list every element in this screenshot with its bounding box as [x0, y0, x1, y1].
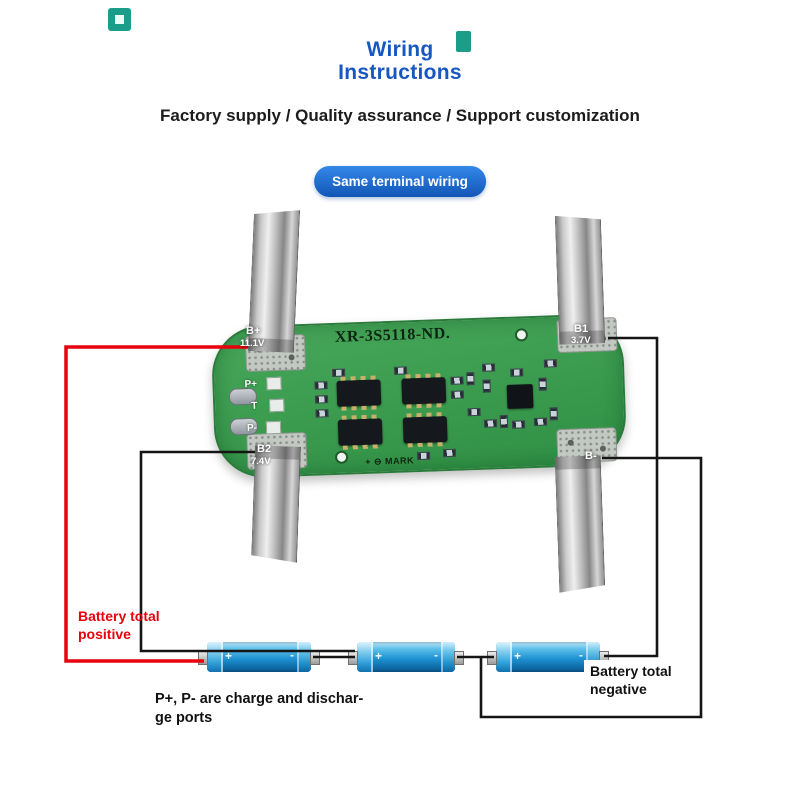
port-label-p-minus: P-: [246, 422, 258, 435]
resistor: [314, 381, 328, 390]
terminal-label-b-minus: B-: [585, 450, 597, 462]
mosfet-chip: [337, 418, 383, 446]
negative-label-line1: Battery total: [590, 663, 672, 679]
battery-terminal: [348, 651, 358, 665]
page-title: Wiring Instructions: [0, 38, 800, 84]
battery-terminal: [487, 651, 497, 665]
resistor: [549, 407, 558, 421]
resistor: [467, 407, 481, 417]
resistor: [511, 420, 526, 429]
mosfet-chip: [402, 416, 448, 444]
negative-label-line2: negative: [590, 681, 647, 697]
terminal-label-b2: B2: [257, 443, 272, 455]
resistor: [466, 372, 475, 386]
watermark-square-icon: [456, 31, 471, 52]
port-pad: [265, 420, 282, 435]
resistor: [442, 448, 457, 458]
resistor: [483, 419, 498, 428]
battery-negative-mark: -: [290, 648, 294, 662]
battery-negative-mark: -: [434, 648, 438, 662]
terminal-voltage-b1: 3.7V: [571, 335, 591, 346]
same-terminal-wiring-badge: Same terminal wiring: [314, 166, 486, 197]
lithium-cell-2: + -: [348, 642, 464, 672]
title-line-2: Instructions: [338, 61, 462, 84]
positive-label-line1: Battery total: [78, 608, 160, 624]
ports-note-label: P+, P- are charge and dischar- ge ports: [155, 690, 363, 728]
port-pad: [266, 376, 282, 391]
resistor: [499, 414, 509, 429]
battery-total-positive-label: Battery total positive: [78, 607, 160, 643]
watermark-square-icon: [108, 8, 131, 31]
protection-ic-chip: [506, 384, 534, 409]
resistor: [533, 417, 548, 427]
mosfet-chip: [336, 379, 382, 407]
battery-terminal: [198, 651, 208, 665]
mosfet-chip: [401, 377, 447, 405]
page-subtitle: Factory supply / Quality assurance / Sup…: [160, 106, 640, 125]
resistor: [332, 368, 346, 378]
title-line-1: Wiring: [366, 38, 434, 61]
mounting-hole: [334, 450, 349, 464]
resistor: [416, 451, 431, 461]
terminal-voltage-b-plus: 11.1V: [240, 338, 265, 349]
ports-note-line2: ge ports: [155, 710, 213, 726]
resistor: [314, 395, 329, 404]
port-pad: [269, 398, 285, 413]
battery-terminal: [310, 651, 320, 665]
resistor: [538, 377, 547, 391]
battery-positive-mark: +: [225, 649, 233, 663]
wire-b2-black: [139, 450, 355, 653]
resistor: [450, 390, 465, 399]
battery-positive-mark: +: [375, 649, 383, 663]
terminal-label-b1: B1: [574, 323, 589, 335]
resistor: [315, 409, 329, 418]
resistor: [481, 363, 496, 372]
lithium-cell-1: + -: [198, 642, 320, 672]
resistor: [510, 368, 524, 377]
battery-negative-mark: -: [579, 648, 583, 662]
battery-total-negative-label: Battery total negative: [584, 660, 678, 700]
resistor: [482, 379, 491, 393]
terminal-label-b-plus: B+: [246, 325, 261, 337]
polarity-mark-text: + ⊖ MARK: [365, 455, 415, 467]
positive-label-line2: positive: [78, 626, 131, 642]
terminal-voltage-b2: 7.4V: [251, 456, 271, 467]
battery-positive-mark: +: [514, 649, 522, 663]
ports-note-line1: P+, P- are charge and dischar-: [155, 691, 364, 707]
port-label-t: T: [251, 400, 258, 412]
resistor: [450, 376, 464, 385]
port-label-p-plus: P+: [244, 378, 258, 391]
battery-terminal: [454, 651, 464, 665]
resistor: [393, 366, 408, 375]
mounting-hole: [514, 328, 529, 342]
nickel-strip-b-minus: [555, 455, 606, 593]
resistor: [543, 359, 558, 368]
board-model-text: XR-3S5118-ND.: [334, 324, 451, 346]
